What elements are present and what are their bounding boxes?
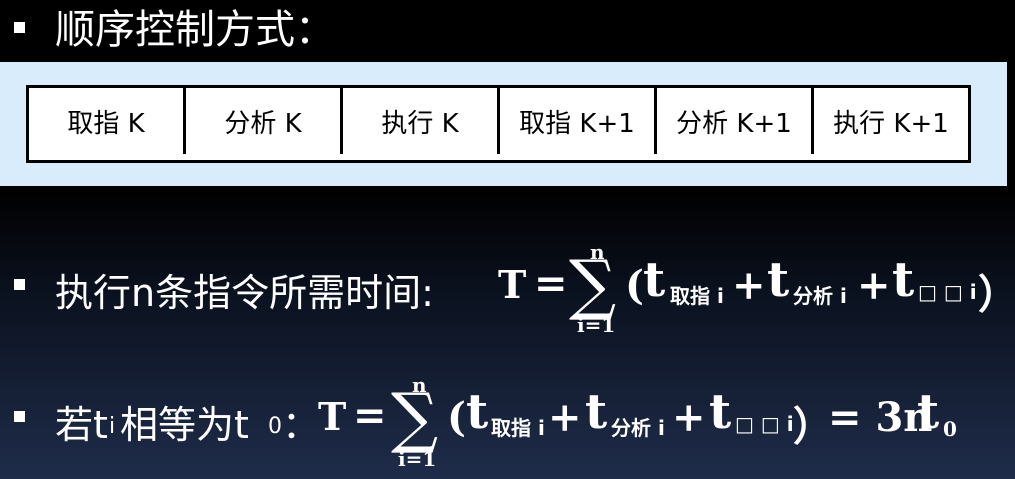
- prefix-subscript-0: 0: [268, 414, 282, 439]
- formula-prefix-a: 若t: [55, 403, 108, 447]
- plus-sign: +: [672, 394, 706, 441]
- formula-prefix-b: 相等为t: [120, 403, 249, 447]
- formula-prefix: 执行n条指令所需时间:: [55, 271, 434, 315]
- bullet-icon: [14, 22, 25, 33]
- close-paren: ）: [978, 272, 1015, 318]
- plus-sign: +: [548, 394, 582, 441]
- subscript-execute: □ □ i: [918, 280, 977, 304]
- subscript-analyze: 分析 i: [611, 416, 665, 440]
- t-symbol: t: [709, 384, 732, 440]
- stage-cell: 取指 K+1: [500, 88, 657, 154]
- t-symbol: t: [585, 384, 608, 440]
- subscript-fetch: 取指 i: [670, 284, 724, 308]
- sum-lower-limit: i=1: [398, 447, 437, 471]
- sigma-icon: ∑: [569, 246, 617, 323]
- formula-prefix-c: ：: [282, 403, 321, 447]
- open-paren: (: [447, 394, 466, 441]
- stage-cell: 执行 K: [343, 88, 500, 154]
- t-symbol: t: [892, 252, 915, 308]
- stage-cell: 分析 K+1: [657, 88, 814, 154]
- stage-cell: 取指 K: [29, 88, 186, 154]
- sum-upper-limit: n: [412, 373, 427, 397]
- t-symbol: t: [917, 384, 940, 440]
- sigma-icon: ∑: [391, 379, 439, 456]
- sum-upper-limit: n: [590, 240, 605, 264]
- formula-T: T: [498, 262, 527, 307]
- close-paren: ）: [793, 404, 833, 450]
- sequential-stages: 取指 K 分析 K 执行 K 取指 K+1 分析 K+1 执行 K+1: [26, 85, 971, 163]
- bullet-icon: [14, 279, 25, 290]
- formula-T: T: [318, 394, 347, 439]
- stage-cell: 执行 K+1: [833, 108, 949, 139]
- open-paren: (: [625, 262, 644, 309]
- prefix-subscript-i: i: [109, 414, 116, 439]
- subscript-analyze: 分析 i: [793, 284, 847, 308]
- plus-sign: +: [732, 262, 766, 309]
- t-symbol: t: [466, 384, 489, 440]
- subscript-execute: □ □ i: [735, 412, 794, 436]
- section-heading: 顺序控制方式：: [55, 7, 335, 53]
- t-symbol: t: [643, 252, 666, 308]
- formula-equals: =: [353, 392, 387, 439]
- sum-lower-limit: i=1: [577, 313, 616, 337]
- result-3n: = 3n: [828, 394, 933, 441]
- stage-cell: 分析 K: [186, 88, 343, 154]
- t-symbol: t: [767, 252, 790, 308]
- subscript-zero: 0: [943, 417, 957, 441]
- plus-sign: +: [857, 262, 891, 309]
- bullet-icon: [14, 411, 25, 422]
- formula-equals: =: [534, 260, 568, 307]
- subscript-fetch: 取指 i: [491, 416, 545, 440]
